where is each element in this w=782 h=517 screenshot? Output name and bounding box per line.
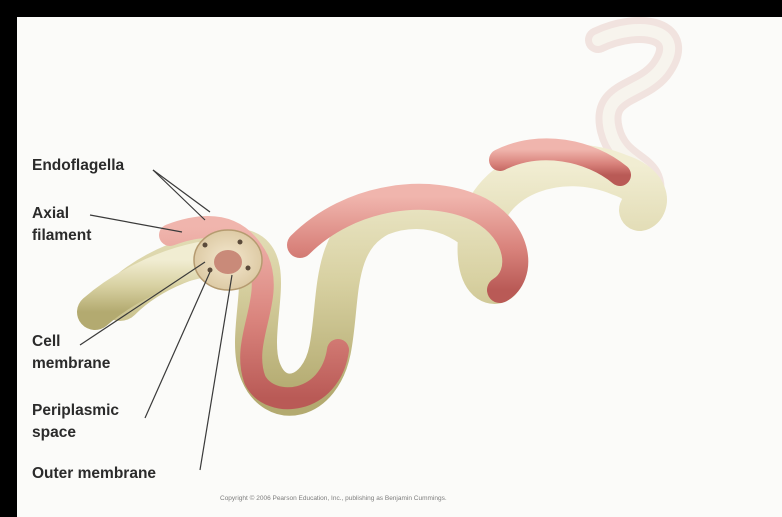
label-endoflagella: Endoflagella	[32, 157, 125, 174]
label-space: space	[32, 424, 76, 441]
cross-section	[194, 230, 262, 290]
label-periplasmic: Periplasmic	[32, 402, 119, 419]
spirochete-diagram: Endoflagella Axial filament Cell membran…	[17, 17, 782, 517]
label-membrane: membrane	[32, 355, 111, 372]
copyright-line: Copyright © 2006 Pearson Education, Inc.…	[220, 494, 447, 502]
diagram-canvas: Endoflagella Axial filament Cell membran…	[17, 17, 782, 517]
label-filament: filament	[32, 227, 91, 244]
label-axial: Axial	[32, 205, 69, 222]
label-outer-membrane: Outer membrane	[32, 465, 156, 482]
label-cell: Cell	[32, 333, 60, 350]
